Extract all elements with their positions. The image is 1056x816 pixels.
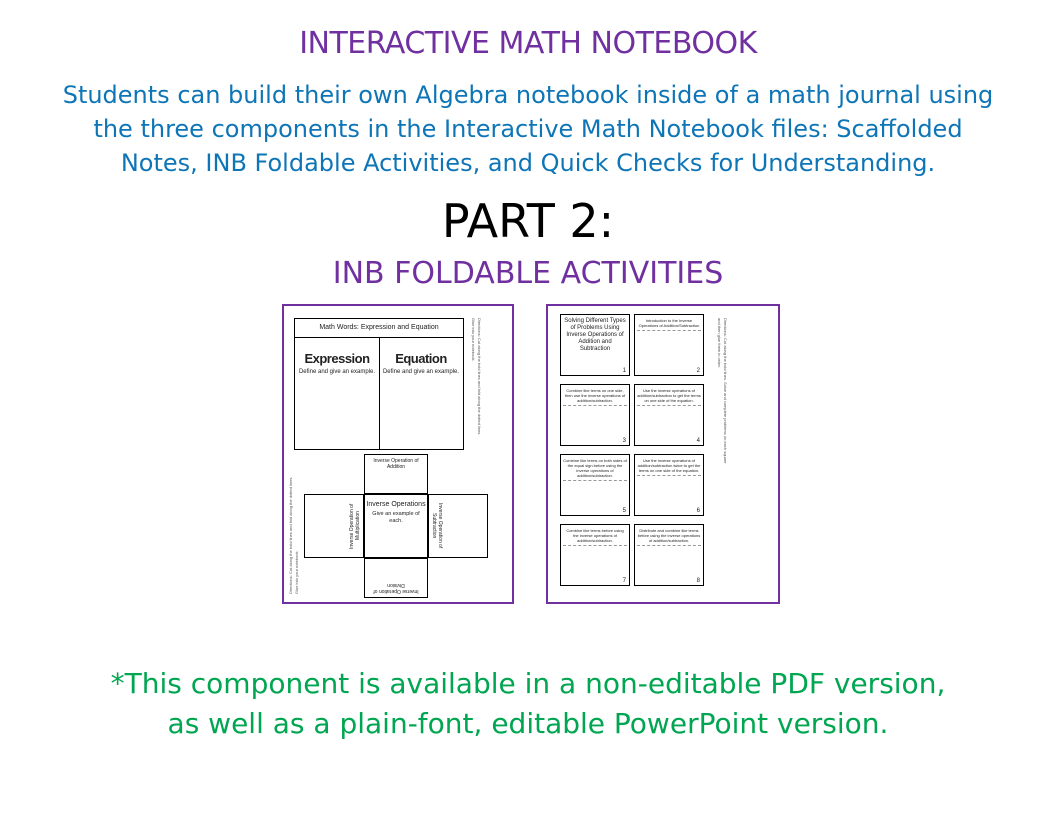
availability-note: *This component is available in a non-ed… — [40, 664, 1016, 744]
foldable-preview-expression-equation: Math Words: Expression and Equation Expr… — [282, 304, 514, 604]
cross-bottom-label: Inverse Operation of Division — [373, 582, 419, 594]
foldable-preview-inverse-operations: Solving Different Types of Problems Usin… — [546, 304, 780, 604]
intro-line: Students can build their own Algebra not… — [62, 81, 994, 109]
section-subtitle: INB FOLDABLE ACTIVITIES — [332, 256, 724, 291]
cell-caption: Combine like terms before using the inve… — [563, 528, 627, 546]
cell-number: 7 — [622, 578, 626, 584]
cell-caption: Distribute and combine like terms before… — [637, 528, 701, 546]
problem-cell: Distribute and combine like terms before… — [634, 524, 704, 586]
cross-flap-left: Inverse Operation of Multiplication — [304, 494, 364, 558]
expression-instructions: Define and give an example. — [298, 369, 376, 375]
cross-directions-text: Directions: Cut along the bold lines and… — [288, 476, 299, 594]
expression-heading: Expression — [304, 351, 370, 366]
intro-line: the three components in the Interactive … — [93, 115, 963, 143]
cell-caption: Combine like terms on both sides of the … — [563, 458, 627, 481]
cell-number: 3 — [622, 438, 626, 444]
cross-center: Inverse Operations Give an example of ea… — [364, 494, 428, 558]
problem-cell: Solving Different Types of Problems Usin… — [560, 314, 630, 376]
cell-number: 4 — [696, 438, 700, 444]
foldable-title: Math Words: Expression and Equation — [295, 319, 463, 338]
problem-cell: Use the inverse operations of addition/s… — [634, 454, 704, 516]
expression-flap: Expression Define and give an example. — [295, 337, 380, 449]
cell-caption: Use the inverse operations of addition/s… — [637, 388, 701, 406]
cross-center-text: Give an example of each. — [372, 511, 420, 524]
cell-number: 2 — [696, 368, 700, 374]
problem-cell: Combine like terms on one side, then use… — [560, 384, 630, 446]
expression-equation-foldable: Math Words: Expression and Equation Expr… — [294, 318, 464, 450]
cell-caption: Use the inverse operations of addition/s… — [637, 458, 701, 476]
cross-center-title: Inverse Operations — [366, 501, 426, 508]
cross-flap-right: Inverse Operation of Subtraction — [428, 494, 488, 558]
note-line: as well as a plain-font, editable PowerP… — [167, 707, 889, 740]
equation-flap: Equation Define and give an example. — [379, 337, 463, 449]
problem-cell: Introduction to the Inverse Operations o… — [634, 314, 704, 376]
cross-left-label: Inverse Operation of Multiplication — [349, 503, 361, 549]
cross-top-label: Inverse Operation of Addition — [373, 458, 419, 470]
cross-flap-top: Inverse Operation of Addition — [364, 454, 428, 494]
cell-number: 6 — [696, 508, 700, 514]
cell-number: 8 — [696, 578, 700, 584]
part-heading: PART 2: — [441, 194, 615, 248]
cross-right-label: Inverse Operation of Subtraction — [431, 503, 443, 549]
intro-line: Notes, INB Foldable Activities, and Quic… — [120, 149, 936, 177]
cell-caption: Solving Different Types of Problems Usin… — [564, 318, 626, 352]
note-line: *This component is available in a non-ed… — [110, 667, 946, 700]
directions-text: Directions: Cut along the bold lines and… — [471, 318, 482, 436]
problem-cell: Combine like terms before using the inve… — [560, 524, 630, 586]
cell-number: 1 — [622, 368, 626, 374]
cell-caption: Combine like terms on one side, then use… — [563, 388, 627, 406]
page-title: INTERACTIVE MATH NOTEBOOK — [299, 26, 757, 61]
intro-paragraph: Students can build their own Algebra not… — [40, 78, 1016, 180]
cell-caption: Introduction to the Inverse Operations o… — [637, 318, 701, 331]
equation-instructions: Define and give an example. — [382, 369, 460, 375]
directions-text: Directions: Cut along the bold lines. So… — [717, 318, 728, 464]
cell-number: 5 — [622, 508, 626, 514]
cross-flap-bottom: Inverse Operation of Division — [364, 558, 428, 598]
problem-cell: Combine like terms on both sides of the … — [560, 454, 630, 516]
equation-heading: Equation — [395, 351, 447, 366]
problem-cell: Use the inverse operations of addition/s… — [634, 384, 704, 446]
